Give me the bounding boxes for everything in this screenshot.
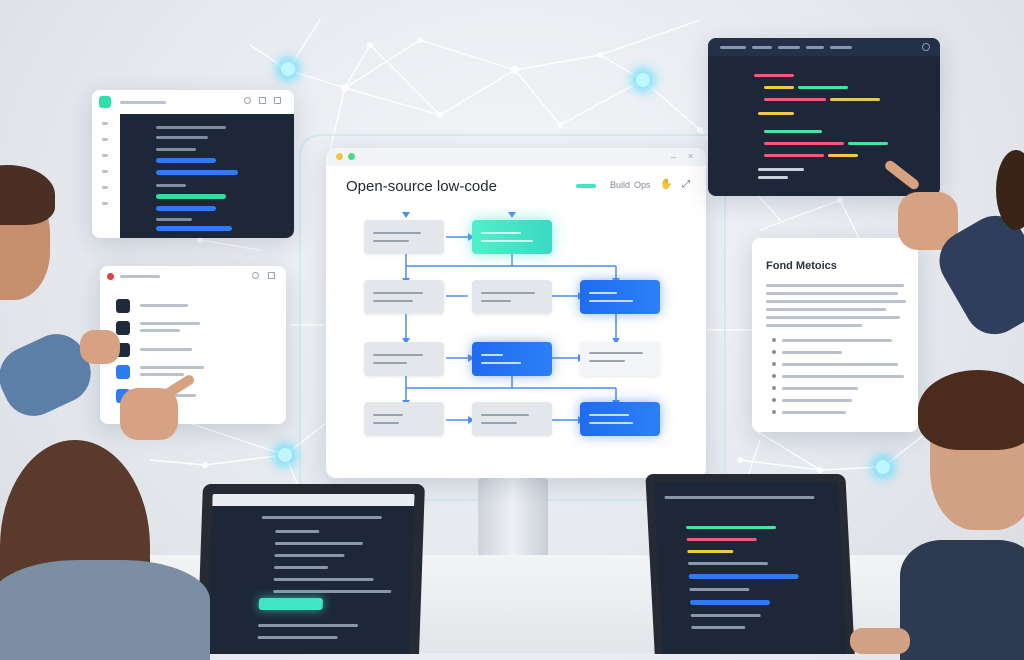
laptop-right xyxy=(645,474,855,654)
glow-node xyxy=(281,62,295,76)
info-icon[interactable] xyxy=(922,43,930,51)
app-logo-icon xyxy=(99,96,111,108)
list-icon xyxy=(116,365,130,379)
flow-node-selected[interactable] xyxy=(472,342,552,376)
list-item[interactable] xyxy=(108,340,278,360)
flow-node[interactable] xyxy=(364,342,444,376)
flow-node[interactable] xyxy=(364,280,444,314)
list-icon xyxy=(116,299,130,313)
list-icon xyxy=(116,321,130,335)
editor-sidebar xyxy=(98,116,114,232)
flow-node-selected[interactable] xyxy=(580,402,660,436)
flow-node[interactable] xyxy=(472,402,552,436)
flow-node[interactable] xyxy=(364,402,444,436)
close-icon[interactable] xyxy=(268,272,275,279)
glow-node xyxy=(278,448,292,462)
menu-icon[interactable] xyxy=(274,97,281,104)
flow-node[interactable] xyxy=(472,280,552,314)
list-item[interactable] xyxy=(108,296,278,316)
settings-icon[interactable] xyxy=(244,97,251,104)
glow-node xyxy=(876,460,890,474)
glow-node xyxy=(636,73,650,87)
window-close-icon[interactable]: × xyxy=(688,151,694,161)
window-dot-icon xyxy=(348,153,355,160)
person-right-hair xyxy=(996,150,1024,230)
flow-node-selected[interactable] xyxy=(580,280,660,314)
tab-build[interactable]: Build xyxy=(610,180,631,190)
list-item[interactable] xyxy=(108,318,278,338)
window-minimize-icon[interactable]: – xyxy=(671,152,677,162)
hand-icon[interactable]: ✋ xyxy=(660,179,673,190)
laptop-left-highlight xyxy=(258,598,323,610)
code-area[interactable] xyxy=(120,114,294,238)
flow-node[interactable] xyxy=(580,342,660,376)
page-title: Open-source low-code xyxy=(346,178,497,195)
grid-icon[interactable] xyxy=(259,97,266,104)
flow-node-active[interactable] xyxy=(472,220,552,254)
laptop-right-screen[interactable] xyxy=(653,482,847,654)
person-bottom-left-shoulder xyxy=(0,560,210,660)
tab-ops[interactable]: Ops xyxy=(634,180,651,190)
flow-connectors xyxy=(402,212,620,424)
editor-panel xyxy=(92,90,294,238)
expand-icon[interactable]: ⤢ xyxy=(682,179,690,190)
list-item[interactable] xyxy=(108,362,278,382)
status-dot-icon xyxy=(107,273,114,280)
window-dot-icon xyxy=(336,153,343,160)
person-bottom-right-hand xyxy=(850,628,910,654)
code-tabs xyxy=(708,38,940,56)
person-bottom-right-body xyxy=(900,540,1024,660)
person-bottom-right-hair xyxy=(918,370,1024,450)
flow-node[interactable] xyxy=(364,220,444,254)
main-window: – × Open-source low-code Build Ops ✋ ⤢ xyxy=(326,148,706,478)
laptop-left xyxy=(197,484,425,654)
window-titlebar: – × xyxy=(326,148,706,166)
tab-teal[interactable] xyxy=(576,184,596,188)
person-left-hand xyxy=(80,330,120,364)
metrics-panel: Fond Metoics xyxy=(752,238,918,432)
gear-icon[interactable] xyxy=(252,272,259,279)
metrics-title: Fond Metoics xyxy=(766,260,837,272)
laptop-left-screen[interactable] xyxy=(207,494,415,654)
